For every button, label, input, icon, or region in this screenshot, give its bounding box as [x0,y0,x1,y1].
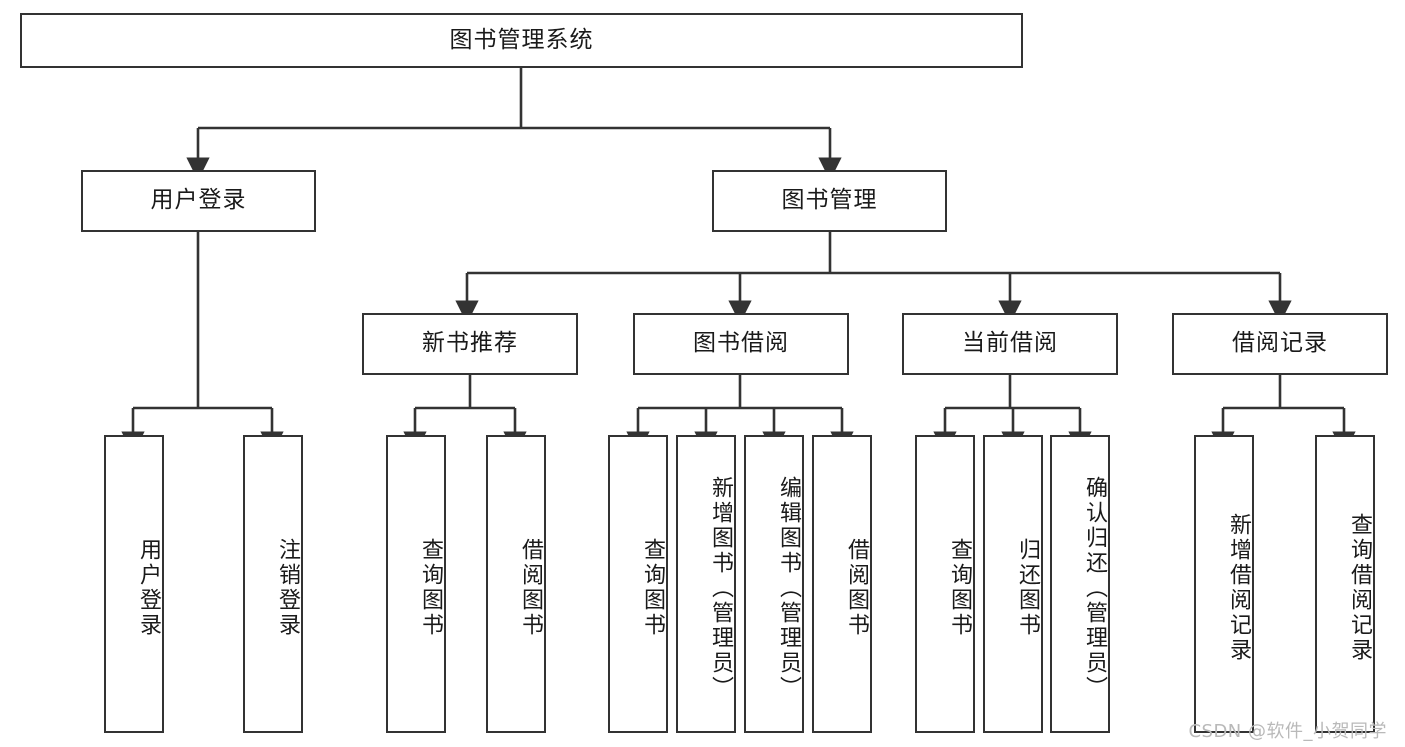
leaf-current-confirm-return-admin[interactable]: 确认归还（管理员） [1050,435,1110,733]
node-borrow-record[interactable]: 借阅记录 [1172,313,1388,375]
leaf-current-return-book[interactable]: 归还图书 [983,435,1043,733]
leaf-recommend-query-book[interactable]: 查询图书 [386,435,446,733]
leaf-current-query-book[interactable]: 查询图书 [915,435,975,733]
node-label: 查询图书 [640,538,665,638]
leaf-recommend-borrow-book[interactable]: 借阅图书 [486,435,546,733]
node-book-borrow[interactable]: 图书借阅 [633,313,849,375]
node-label: 查询图书 [418,538,443,638]
node-label: 用户登录 [136,538,161,638]
node-label: 图书管理 [781,187,878,214]
node-current-borrow[interactable]: 当前借阅 [902,313,1118,375]
node-label: 借阅记录 [1232,330,1328,357]
node-user-login[interactable]: 用户登录 [81,170,316,232]
node-label: 新书推荐 [422,330,518,357]
node-label: 图书管理系统 [449,26,594,53]
leaf-borrow-add-book-admin[interactable]: 新增图书（管理员） [676,435,736,733]
leaf-borrow-edit-book-admin[interactable]: 编辑图书（管理员） [744,435,804,733]
node-label: 新增图书（管理员） [708,475,733,701]
node-label: 图书借阅 [693,330,789,357]
node-label: 查询借阅记录 [1347,513,1372,663]
node-label: 注销登录 [275,538,300,638]
node-root-system[interactable]: 图书管理系统 [20,13,1023,68]
node-label: 查询图书 [947,538,972,638]
node-book-management[interactable]: 图书管理 [712,170,947,232]
node-label: 新增借阅记录 [1226,513,1251,663]
node-label: 借阅图书 [844,538,869,638]
leaf-record-query-record[interactable]: 查询借阅记录 [1315,435,1375,733]
node-label: 确认归还（管理员） [1082,475,1107,701]
leaf-user-login[interactable]: 用户登录 [104,435,164,733]
node-label: 归还图书 [1015,538,1040,638]
node-new-book-recommend[interactable]: 新书推荐 [362,313,578,375]
leaf-user-logout[interactable]: 注销登录 [243,435,303,733]
node-label: 借阅图书 [518,538,543,638]
node-label: 编辑图书（管理员） [776,475,801,701]
watermark-text: CSDN @软件_小贺同学 [1188,721,1387,742]
node-label: 当前借阅 [962,330,1058,357]
leaf-borrow-query-book[interactable]: 查询图书 [608,435,668,733]
node-label: 用户登录 [150,187,247,214]
leaf-borrow-borrow-book[interactable]: 借阅图书 [812,435,872,733]
leaf-record-add-record[interactable]: 新增借阅记录 [1194,435,1254,733]
